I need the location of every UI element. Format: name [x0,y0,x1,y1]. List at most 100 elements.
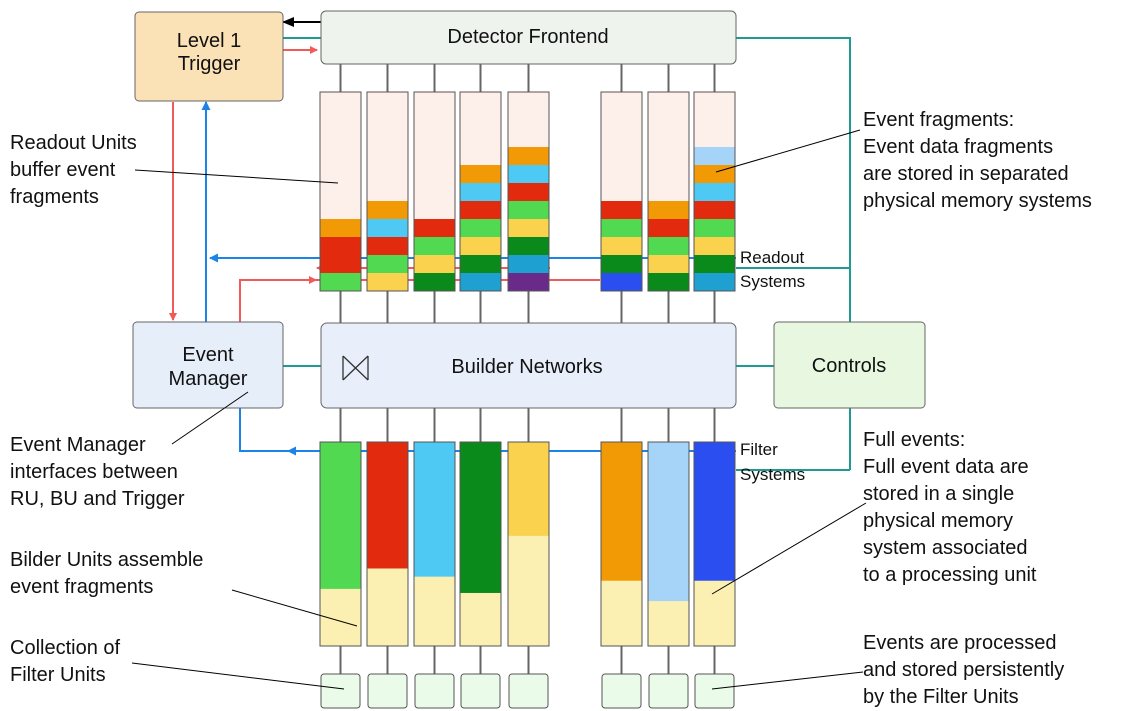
readout-unit[interactable] [319,91,362,292]
event-fragment [601,201,642,219]
controls-box[interactable]: Controls [773,321,926,409]
event-manager-label-1: Event [182,344,234,366]
full-events-note: Full events: Full event data are stored … [863,429,1037,586]
event-fragment [694,255,735,273]
readout-systems-label-2: Systems [740,272,805,291]
readout-unit[interactable] [600,91,643,292]
builder-unit-border [366,441,409,647]
controls-label: Controls [812,355,886,377]
builder-unit[interactable] [647,441,690,647]
bowtie-icon [342,355,369,381]
event-fragment [367,201,408,219]
event-manager-note-line-2: interfaces between [10,461,178,483]
level1-trigger-box[interactable]: Level 1 Trigger [134,11,284,102]
event-fragment [414,219,455,237]
event-fragment [414,273,455,291]
builder-unit-border [459,441,502,647]
event-fragment [601,273,642,291]
events-processed-note-line-3: by the Filter Units [863,686,1019,708]
readout-unit-border [647,91,690,292]
event-fragment [601,255,642,273]
filter-units-note-line-1: Collection of [10,637,121,659]
event-fragment [508,219,549,237]
event-fragment [460,237,501,255]
events-processed-note-line-2: and stored persistently [863,659,1064,681]
event-fragment [694,219,735,237]
event-fragment [694,147,735,165]
full-event [320,442,361,589]
event-fragments-note-line-4: physical memory systems [863,190,1092,212]
builder-unit[interactable] [693,441,736,647]
events-processed-note: Events are processed and stored persiste… [863,632,1070,708]
builder-unit[interactable] [413,441,456,647]
readout-unit[interactable] [647,91,690,292]
event-fragment [414,255,455,273]
event-fragment [508,273,549,291]
event-fragments-note-line-3: are stored in separated [863,163,1069,185]
readout-unit-border [413,91,456,292]
full-events-note-line-3: stored in a single [863,483,1014,505]
readout-unit[interactable] [366,91,409,292]
event-fragment [601,237,642,255]
builder-unit-border [647,441,690,647]
builder-unit[interactable] [366,441,409,647]
builder-unit[interactable] [319,441,362,647]
builder-unit[interactable] [507,441,550,647]
event-fragment [648,273,689,291]
event-manager-box[interactable]: Event Manager [132,321,284,409]
full-events-note-line-4: physical memory [863,510,1013,532]
event-fragment [648,237,689,255]
event-fragment [508,183,549,201]
filter-unit[interactable] [648,673,689,709]
event-fragment [320,255,361,273]
event-fragment [601,219,642,237]
event-manager-note: Event Manager interfaces between RU, BU … [10,434,185,510]
readout-unit-border [693,91,736,292]
builder-networks-box[interactable]: Builder Networks [320,322,737,409]
readout-unit[interactable] [507,91,550,292]
full-event [648,442,689,602]
event-fragment [414,237,455,255]
event-fragment [320,273,361,291]
readout-unit[interactable] [459,91,502,292]
builder-unit[interactable] [459,441,502,647]
event-fragments-note-line-2: Event data fragments [863,136,1053,158]
full-events-note-line-5: system associated [863,537,1028,559]
readout-unit[interactable] [413,91,456,292]
event-fragment [694,273,735,291]
event-manager-label-2: Manager [169,368,248,390]
event-fragment [460,183,501,201]
event-manager-note-line-1: Event Manager [10,434,146,456]
filter-unit[interactable] [601,673,642,709]
full-events-note-line-1: Full events: [863,429,965,451]
events-processed-note-line-1: Events are processed [863,632,1056,654]
builder-units [319,441,736,647]
event-fragment [460,219,501,237]
event-fragments-note-line-1: Event fragments: [863,109,1014,131]
event-fragment [367,237,408,255]
readout-unit[interactable] [693,91,736,292]
filter-units-note: Collection of Filter Units [10,637,126,686]
detector-frontend-box[interactable]: Detector Frontend [320,10,737,65]
event-fragment [367,255,408,273]
filter-unit[interactable] [367,673,408,709]
event-fragment [460,273,501,291]
event-fragment [508,201,549,219]
full-event [508,442,549,536]
event-fragment [648,255,689,273]
filter-unit[interactable] [508,673,549,709]
filter-unit[interactable] [414,673,455,709]
filter-systems-label-1: Filter [740,440,778,459]
event-fragment [320,219,361,237]
unit-connector-lines [339,64,716,674]
event-fragment [508,255,549,273]
filter-unit[interactable] [694,673,735,709]
readout-units-note-line-2: buffer event [10,159,116,181]
builder-unit[interactable] [600,441,643,647]
builder-units-note-line-1: Bilder Units assemble [10,549,203,571]
filter-unit[interactable] [460,673,501,709]
filter-unit[interactable] [320,673,361,709]
builder-unit-border [600,441,643,647]
event-fragment [320,237,361,255]
